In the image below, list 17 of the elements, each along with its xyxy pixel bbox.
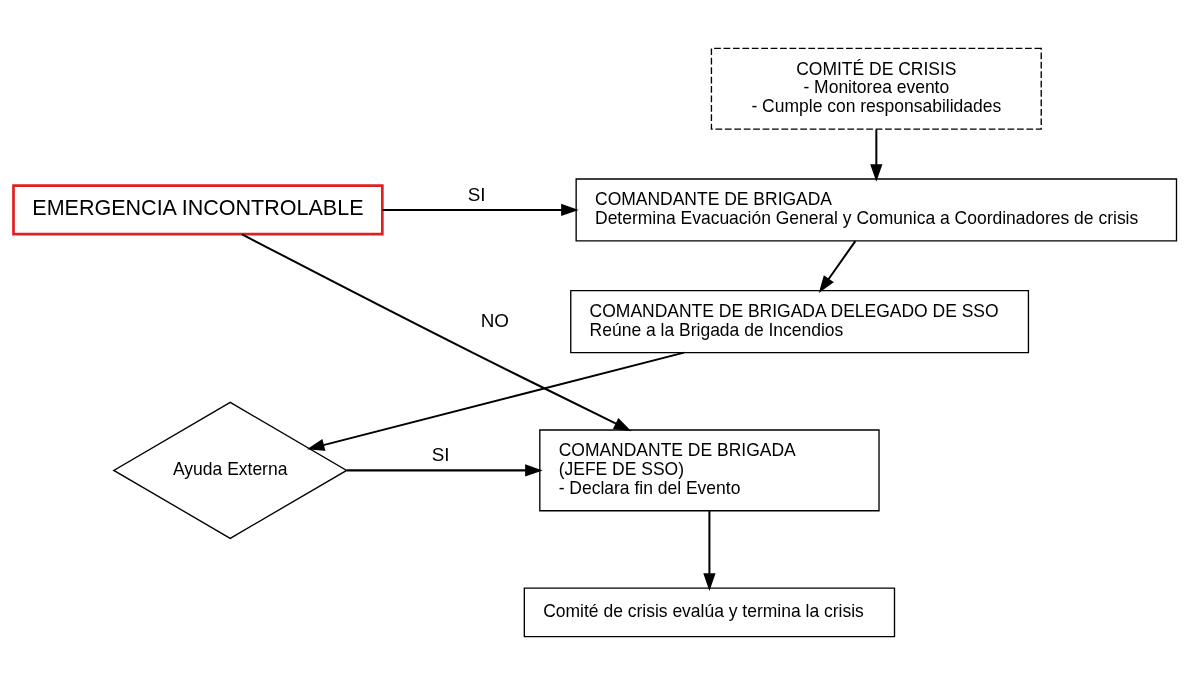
arrow (241, 232, 632, 431)
arrow (818, 239, 857, 293)
arrow (703, 510, 716, 591)
edge-label: SI (467, 183, 486, 205)
node-box: COMANDANTE DE BRIGADA DELEGADO DE SSO Reúne a la Brigada de Incendios (570, 289, 1030, 353)
node-box: COMANDANTE DE BRIGADA (JEFE DE SSO) - Declara fin del Evento (539, 428, 880, 511)
edge-label: SI (431, 443, 450, 465)
arrow (346, 463, 543, 476)
arrow (870, 129, 883, 182)
node-box: COMANDANTE DE BRIGADA Determina Evacuación General y Comunica a Coordinadores de crisis (575, 177, 1178, 242)
node-box: Comité de crisis evalúa y termina la crisis (523, 587, 896, 637)
node-box: EMERGENCIA INCONTROLABLE (12, 183, 384, 235)
arrow (306, 351, 685, 451)
node-diamond: Ayuda Externa (112, 401, 348, 539)
edge-label: NO (480, 309, 509, 331)
node-box: COMITÉ DE CRISIS - Monitorea evento - Cumple con responsabilidades (710, 47, 1042, 130)
arrow (382, 203, 579, 216)
